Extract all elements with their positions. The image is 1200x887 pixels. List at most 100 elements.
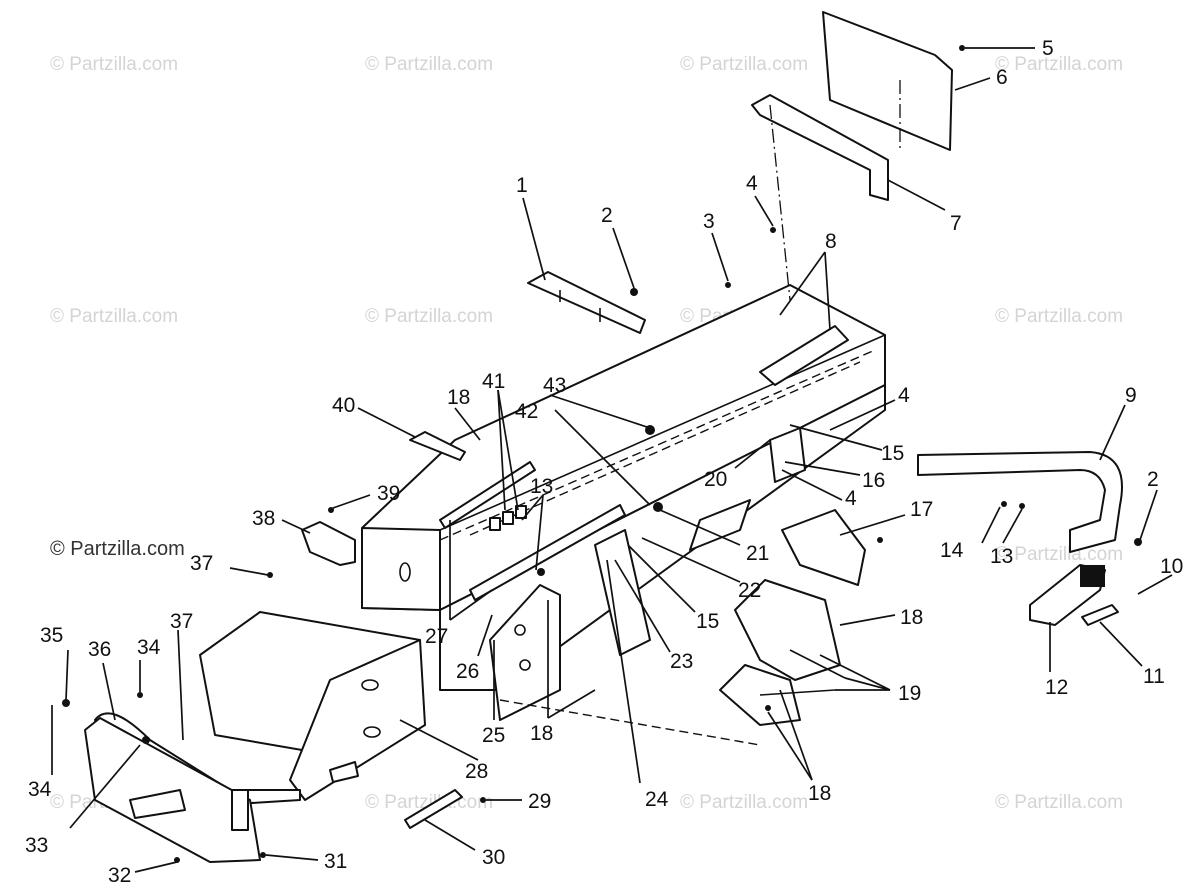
callout-37: 37 [190,552,213,575]
watermark: © Partzilla.com [365,306,493,327]
callout-18: 18 [447,386,470,409]
callout-18: 18 [530,722,553,745]
callout-34: 34 [137,636,161,659]
callout-41: 41 [482,370,505,393]
callout-25: 25 [482,724,505,747]
callout-3: 3 [703,210,715,233]
callout-11: 11 [1143,665,1165,688]
callout-36: 36 [88,638,111,661]
plate-hole [519,659,531,671]
callout-26: 26 [456,660,479,683]
plate-hole [363,726,381,738]
tunnel-hidden-edge [469,361,861,536]
watermark: © Partzilla.com [680,54,808,75]
callout-19: 19 [898,682,921,705]
watermark: © Partzilla.com [365,54,493,75]
side-bracket [769,427,806,483]
callout-14: 14 [940,539,964,562]
callout-2: 2 [601,204,613,227]
tunnel-edge [439,334,886,531]
plate-hole [361,679,379,691]
rail-strip [439,461,536,529]
hitch-strip [1081,604,1119,626]
center-line [769,104,791,301]
callout-27: 27 [425,625,448,648]
callout-4: 4 [845,487,857,510]
front-tab [129,789,186,819]
front-slot [231,789,249,831]
bolt [480,797,486,803]
front-plate [489,584,561,721]
callout-10: 10 [1160,555,1183,578]
watermark-dark: © Partzilla.com [50,538,185,560]
bolt [267,572,273,578]
inner-plate [594,529,651,656]
callout-23: 23 [670,650,693,673]
tunnel-hidden-edge [439,349,876,541]
mount-bracket [301,521,356,566]
callout-43: 43 [543,374,566,397]
callout-33: 33 [25,834,48,857]
callout-9: 9 [1125,384,1137,407]
callout-42: 42 [515,400,538,423]
callout-17: 17 [910,498,933,521]
tunnel-body [361,284,886,721]
hitch-insert [1080,565,1105,587]
callout-21: 21 [746,542,769,565]
watermark: © Partzilla.com [995,544,1123,565]
watermark: © Partzilla.com [995,54,1123,75]
rear-bumper [917,451,1123,553]
callout-39: 39 [377,482,400,505]
snow-flap [822,11,953,151]
bolt [62,699,70,707]
watermark: © Partzilla.com [680,792,808,813]
leader-lines [51,47,1173,873]
rail-strip [469,504,626,601]
hardware [62,45,1142,863]
callout-40: 40 [332,394,355,417]
screw [959,45,965,51]
tunnel-hole [399,562,411,582]
watermark: © Partzilla.com [50,306,178,327]
callout-4: 4 [746,172,758,195]
callout-5: 5 [1042,37,1054,60]
clip [489,517,501,531]
rod [759,689,836,696]
callout-13: 13 [530,475,553,498]
callout-38: 38 [252,507,275,530]
upper-bracket [527,271,646,334]
callout-31: 31 [324,850,347,873]
front-frame [84,611,426,863]
callout-34: 34 [28,778,52,801]
watermark: © Partzilla.com [995,792,1123,813]
callout-8: 8 [825,230,837,253]
watermark: © Partzilla.com [50,54,178,75]
callout-24: 24 [645,788,669,811]
plate-hole [514,624,526,636]
nut [630,288,638,296]
nut [1019,503,1025,509]
front-side-plate [289,639,426,801]
flap-mount [751,94,889,201]
callout-4: 4 [898,384,910,407]
nut [537,568,545,576]
watermark: © Partzilla.com [995,306,1123,327]
callout-15: 15 [881,442,904,465]
bolt [137,692,143,698]
callout-20: 20 [704,468,727,491]
callout-15: 15 [696,610,719,633]
callout-28: 28 [465,760,488,783]
hidden-edge [499,699,761,746]
front-tab [329,761,359,783]
callout-16: 16 [862,469,885,492]
callout-12: 12 [1045,676,1068,699]
bracket-box [781,509,866,586]
callout-18: 18 [900,606,923,629]
callout-32: 32 [108,864,131,887]
callout-29: 29 [528,790,551,813]
bulkhead-strip [689,499,751,551]
clip-plate [409,431,466,461]
bolt [770,227,776,233]
callout-37: 37 [170,610,193,633]
